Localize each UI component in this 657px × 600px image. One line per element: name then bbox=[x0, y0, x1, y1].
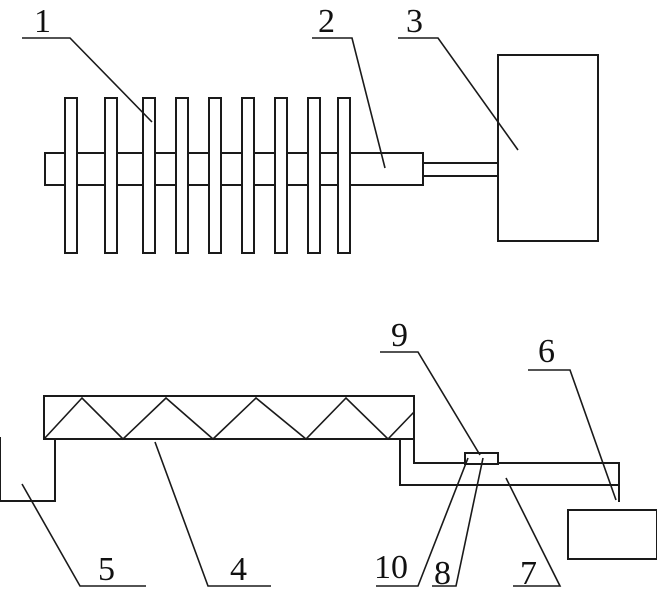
label-4: 4 bbox=[230, 551, 247, 588]
component-7-pipe bbox=[399, 439, 620, 502]
shaft bbox=[44, 152, 424, 186]
label-10: 10 bbox=[374, 549, 408, 586]
component-3-box bbox=[497, 54, 599, 242]
component-1-disc-stack bbox=[44, 97, 424, 254]
leader-lines bbox=[21, 37, 617, 587]
disc bbox=[142, 97, 156, 254]
label-1: 1 bbox=[34, 3, 51, 40]
label-3: 3 bbox=[406, 3, 423, 40]
label-8: 8 bbox=[434, 555, 451, 592]
label-2: 2 bbox=[318, 3, 335, 40]
disc bbox=[208, 97, 222, 254]
disc bbox=[175, 97, 189, 254]
label-6: 6 bbox=[538, 333, 555, 370]
component-5-hopper bbox=[0, 437, 56, 502]
disc bbox=[104, 97, 118, 254]
disc bbox=[337, 97, 351, 254]
disc bbox=[307, 97, 321, 254]
label-5: 5 bbox=[98, 551, 115, 588]
label-7: 7 bbox=[520, 555, 537, 592]
disc bbox=[64, 97, 78, 254]
disc bbox=[274, 97, 288, 254]
label-9: 9 bbox=[391, 317, 408, 354]
component-6-tank bbox=[567, 509, 657, 560]
component-2-connector bbox=[423, 162, 498, 177]
component-4-conveyor bbox=[43, 395, 415, 441]
disc bbox=[241, 97, 255, 254]
